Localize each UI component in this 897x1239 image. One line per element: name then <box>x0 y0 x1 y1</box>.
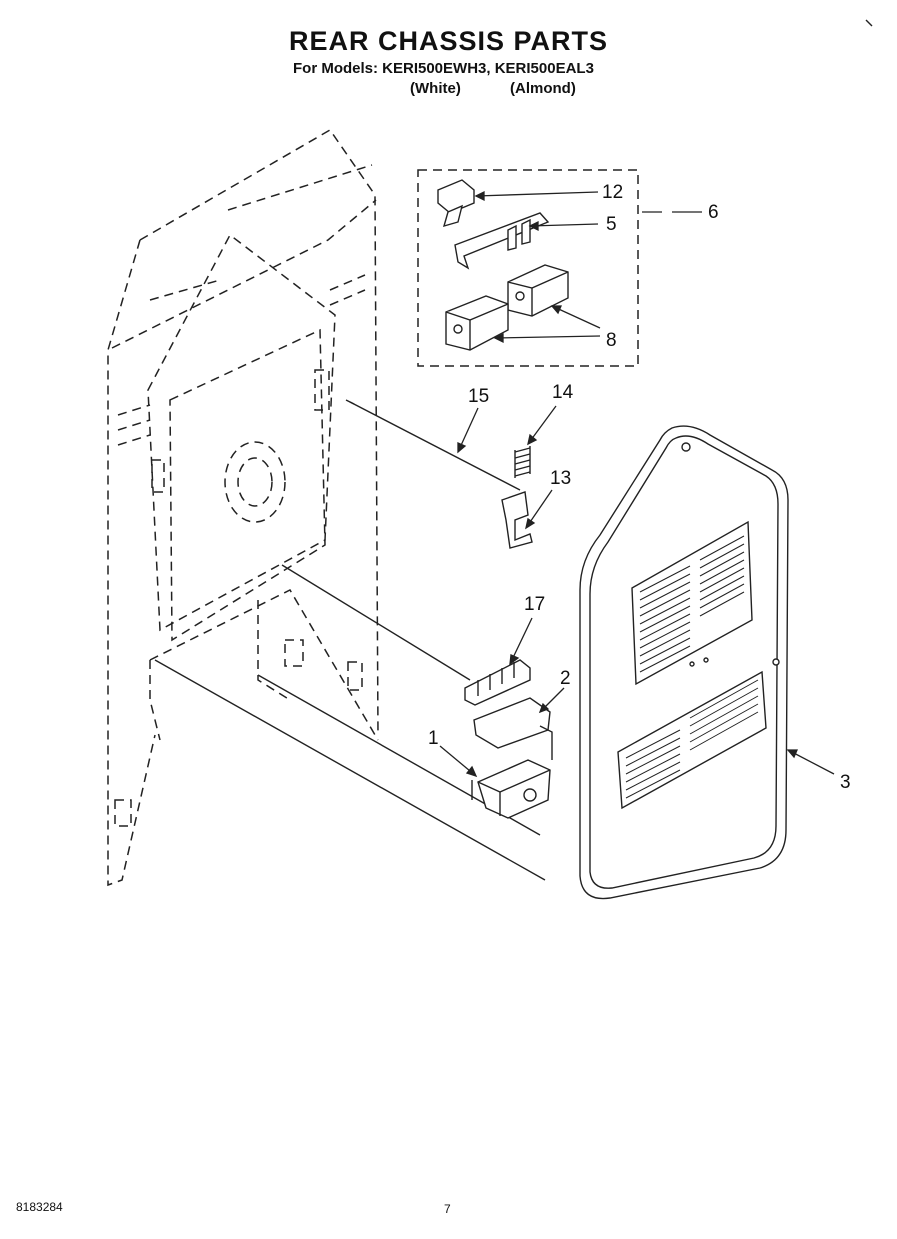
range-body-outline <box>107 129 379 887</box>
panel-hole <box>703 657 709 663</box>
part-8-block-upper <box>507 264 569 317</box>
callout-8: 8 <box>606 330 617 351</box>
leader-lines <box>439 190 835 778</box>
doc-number: 8183284 <box>16 1200 63 1214</box>
part-8-block-lower <box>445 295 509 351</box>
assembly-6-group-box <box>417 169 639 367</box>
part-1-box <box>471 759 551 819</box>
part-12-terminal <box>437 179 475 228</box>
page-title: REAR CHASSIS PARTS <box>288 26 609 56</box>
callout-6: 6 <box>708 202 719 223</box>
frame-rear-line <box>281 564 471 681</box>
part-3-rear-panel <box>579 425 789 900</box>
panel-louver-upper <box>631 520 753 686</box>
corner-mark <box>865 19 873 27</box>
panel-hole <box>689 661 695 667</box>
part-2-plate <box>473 697 553 760</box>
part-17-connector <box>464 659 531 706</box>
variant-almond: (Almond) <box>510 80 576 97</box>
callout-13: 13 <box>550 468 572 489</box>
callout-14: 14 <box>552 382 574 403</box>
panel-louver-lower <box>617 670 767 810</box>
part-15-rod <box>349 401 521 491</box>
part-14-spring <box>514 446 531 478</box>
part-5-bracket <box>454 212 550 270</box>
callout-3: 3 <box>840 772 851 793</box>
callout-5: 5 <box>606 214 617 235</box>
models-line: For Models: KERI500EWH3, KERI500EAL3 <box>293 60 594 77</box>
variant-white: (White) <box>410 80 461 97</box>
callout-15: 15 <box>468 386 490 407</box>
callout-17: 17 <box>524 594 546 615</box>
callout-1: 1 <box>428 728 439 749</box>
callout-2: 2 <box>560 668 571 689</box>
part-13-latch <box>501 491 533 549</box>
callout-12: 12 <box>602 182 624 203</box>
frame-base-line <box>154 659 546 881</box>
page-number: 7 <box>444 1202 451 1216</box>
part-15-rod-end <box>345 399 355 405</box>
